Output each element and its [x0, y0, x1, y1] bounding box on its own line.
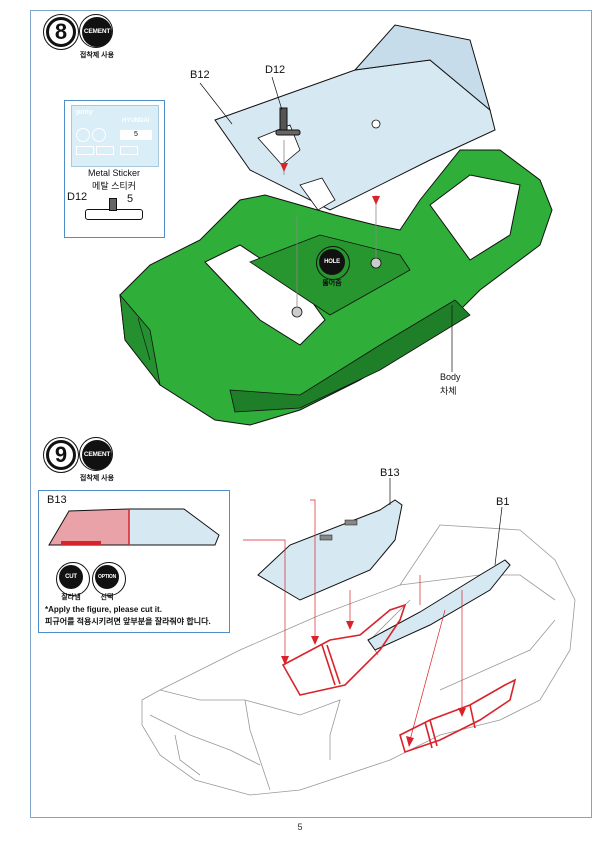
callout-lines: [199, 76, 453, 372]
cement-badge: CEMENT: [79, 14, 113, 48]
sticker-emblem: [76, 128, 90, 142]
label-d12: D12: [265, 64, 286, 76]
mirror-stem-drawing: [109, 198, 117, 211]
b13-glass-drawing: [48, 508, 220, 546]
sticker-plate: [76, 146, 94, 155]
step-8-number: 8: [43, 14, 79, 50]
part-b13-glass: [257, 499, 403, 601]
cut-caption: 잘라냄: [61, 594, 81, 601]
sticker-caption: Metal Sticker: [87, 168, 140, 178]
cut-note: *Apply the figure, please cut it.: [45, 605, 162, 614]
hole-badge: HOLE: [316, 246, 350, 280]
inset-label-5: 5: [127, 193, 134, 205]
sticker-caption-kr: 메탈 스티커: [92, 181, 136, 191]
cut-badge: CUT: [56, 562, 90, 596]
label-b13: B13: [380, 467, 400, 479]
label-body-kr: 차체: [440, 386, 457, 396]
label-b1: B1: [496, 496, 510, 508]
part-b12-panel: [214, 24, 496, 211]
sticker-maker: HYUNDAI: [122, 118, 150, 124]
sticker-brand: pony: [76, 109, 93, 116]
cement-caption: 접착제 사용: [79, 52, 115, 59]
part-b1-glass: [367, 559, 511, 651]
sticker-plate: [96, 146, 114, 155]
cut-note-kr: 피규어를 적용시키려면 앞부분을 잘라줘야 합니다.: [45, 617, 211, 626]
label-b12: B12: [190, 69, 210, 81]
page-frame: [30, 10, 592, 818]
car-body-green: [119, 149, 553, 426]
part-d12-mirror: [275, 107, 301, 136]
inset-label-b13: B13: [47, 494, 67, 506]
option-badge: OPTION: [92, 562, 126, 596]
red-arrows: [280, 163, 380, 205]
step-9-number: 9: [43, 437, 79, 473]
inset-label-d12: D12: [67, 191, 88, 203]
label-body: Body: [440, 372, 461, 382]
sticker-plate: [120, 146, 138, 155]
red-arrows: [281, 621, 466, 747]
red-guide-lines: [243, 499, 463, 741]
metal-sticker-inset: pony HYUNDAI 5 Metal Sticker 메탈 스티커 D12 …: [64, 100, 165, 238]
hole-caption: 뚫어줌: [322, 280, 342, 287]
callout-lines: [389, 478, 503, 566]
cut-option-inset: B13 CUT 잘라냄 OPTION 선택 *Apply the figure,…: [38, 490, 230, 633]
option-caption: 선택: [100, 594, 114, 601]
sticker-sheet: pony HYUNDAI 5: [71, 105, 159, 167]
page-number: 5: [297, 822, 303, 832]
sticker-number-box: 5: [120, 130, 152, 140]
red-window-frames: [281, 603, 517, 754]
sticker-emblem: [92, 128, 106, 142]
cement-badge: CEMENT: [79, 437, 113, 471]
cement-caption: 접착제 사용: [79, 475, 115, 482]
